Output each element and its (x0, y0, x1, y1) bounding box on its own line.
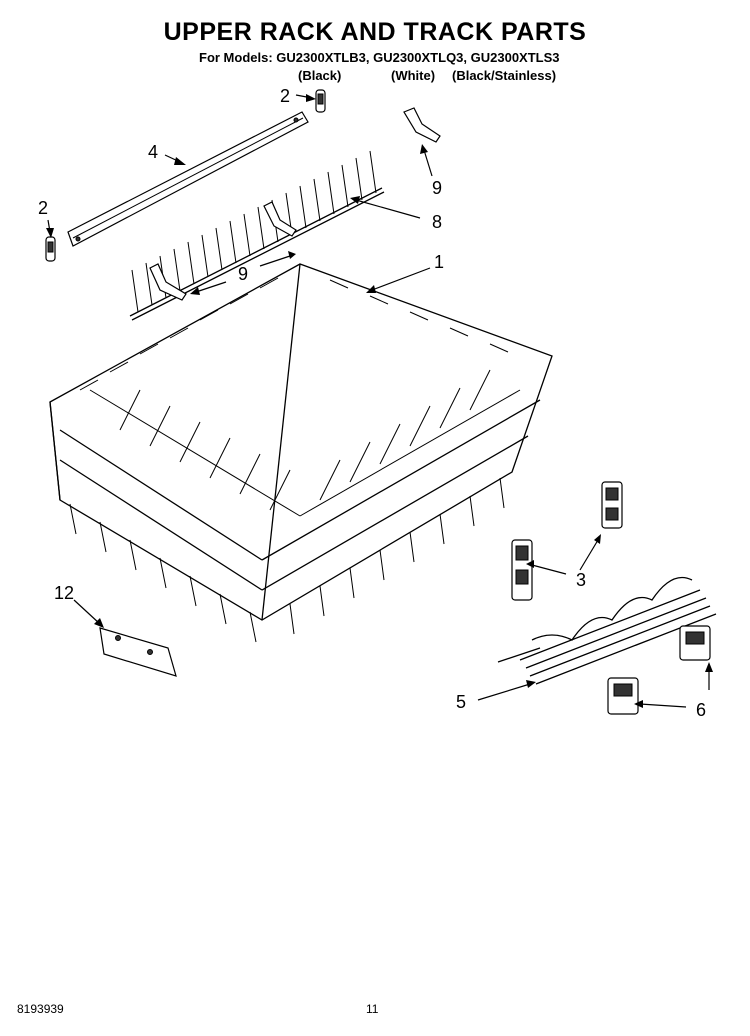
leader-lines (46, 94, 713, 708)
part-12-bracket (99, 627, 177, 677)
part-9-tine-clip-mid (263, 201, 297, 237)
part-5-track-wire (497, 576, 717, 685)
callout-9-left: 9 (238, 264, 249, 284)
part-2-rail-clip-left (45, 236, 56, 262)
part-1-upper-rack (49, 263, 553, 643)
color-note-black-stainless: (Black/Stainless) (452, 68, 557, 83)
color-note-white: (White) (391, 68, 436, 83)
callout-12: 12 (54, 583, 75, 603)
document-number: 8193939 (17, 1002, 64, 1016)
page-number: 11 (366, 1002, 379, 1016)
part-9-tine-clip-low (149, 263, 187, 301)
part-2-rail-clip-top (315, 89, 326, 113)
part-9-tine-clip-top (403, 107, 441, 143)
part-3-rack-adjuster-right (601, 481, 623, 529)
color-note-black: (Black) (298, 68, 342, 83)
part-8-tine-row (129, 150, 385, 321)
part-6-track-stop-right (679, 625, 711, 661)
callout-5: 5 (456, 692, 467, 712)
callout-6: 6 (696, 700, 707, 720)
part-4-rack-rail (67, 111, 309, 247)
callout-2-top: 2 (280, 86, 291, 106)
callout-2-left: 2 (38, 198, 49, 218)
part-3-rack-adjuster-left (511, 539, 533, 601)
callout-8: 8 (432, 212, 443, 232)
callout-3: 3 (576, 570, 587, 590)
callout-1: 1 (434, 252, 445, 272)
page-title: UPPER RACK AND TRACK PARTS (163, 18, 587, 46)
models-line: For Models: GU2300XTLB3, GU2300XTLQ3, GU… (199, 50, 560, 65)
part-6-track-stop-left (607, 677, 639, 715)
callout-9-right: 9 (432, 178, 443, 198)
callout-4: 4 (148, 142, 159, 162)
